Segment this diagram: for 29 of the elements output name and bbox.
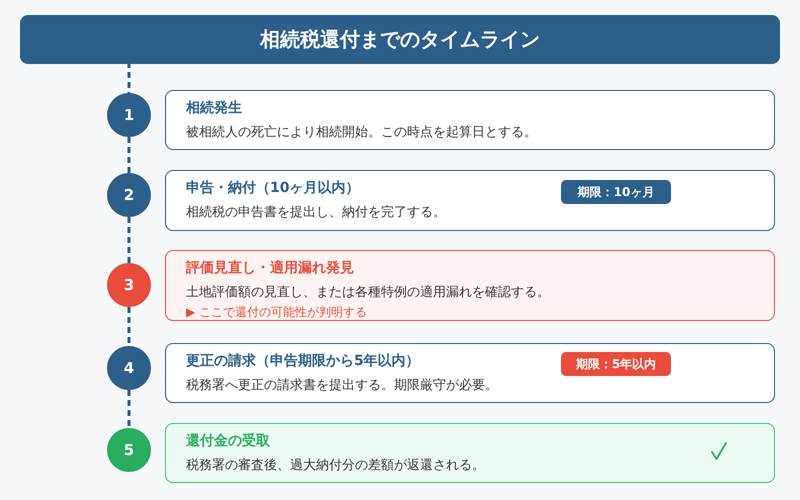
step-card	[165, 343, 775, 403]
connector-line	[128, 217, 130, 263]
step-heading: 相続発生	[186, 99, 242, 118]
connector-line	[128, 137, 130, 173]
deadline-badge: 期限：5年以内	[561, 352, 671, 376]
step-description: 相続税の申告書を提出し、納付を完了する。	[186, 204, 446, 222]
step-card	[165, 90, 775, 150]
step-card	[165, 170, 775, 231]
step-description: 被相続人の死亡により相続開始。この時点を起算日とする。	[186, 124, 537, 142]
deadline-badge: 期限：10ヶ月	[561, 180, 671, 204]
title-bar: 相続税還付までのタイムライン	[20, 15, 780, 64]
step-description: 税務署へ更正の請求書を提出する。期限厳守が必要。	[186, 377, 498, 395]
step-number-circle: 1	[107, 93, 151, 137]
step-heading: 申告・納付（10ヶ月以内）	[186, 179, 360, 198]
step-description: 土地評価額の見直し、または各種特例の適用漏れを確認する。	[186, 284, 550, 302]
connector-line	[128, 62, 130, 93]
step-heading: 更正の請求（申告期限から5年以内）	[186, 352, 420, 371]
step-number-circle: 4	[107, 346, 151, 390]
step-number-circle: 5	[107, 428, 151, 472]
step-card	[165, 423, 775, 483]
step-description: 税務署の審査後、過大納付分の差額が返還される。	[186, 457, 485, 475]
step-number-circle: 2	[107, 173, 151, 217]
step-heading: 評価見直し・適用漏れ発見	[186, 258, 354, 278]
connector-line	[128, 307, 130, 346]
note-text: ▶ ここで還付の可能性が判明する	[186, 304, 368, 320]
step-number-circle: 3	[107, 263, 151, 307]
step-heading: 還付金の受取	[186, 432, 270, 451]
step-card	[165, 250, 775, 321]
connector-line	[128, 390, 130, 428]
